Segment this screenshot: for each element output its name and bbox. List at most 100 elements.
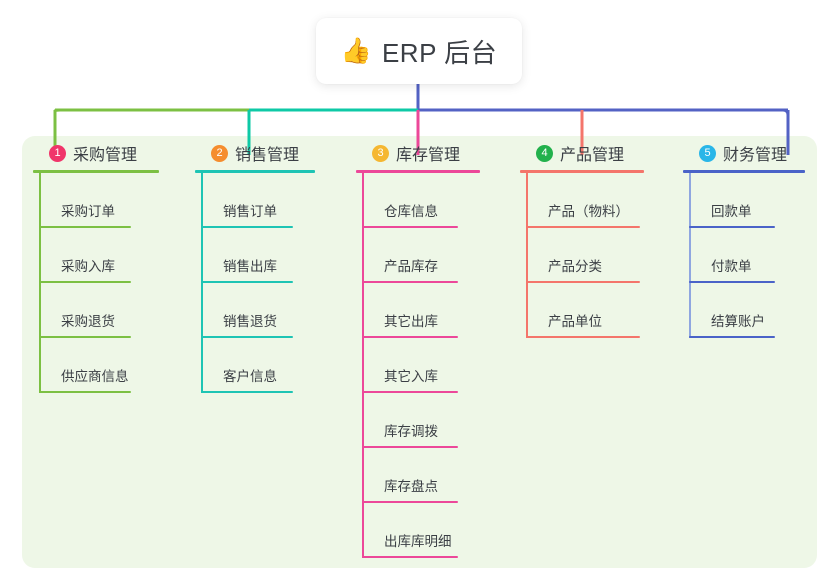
branch-title-4: 产品管理 [560,147,625,164]
branch-badge-4: 4 [536,144,553,162]
branch-column-3: 3 库存管理仓库信息产品库存其它出库其它入库库存调拨库存盘点出库库明细 [356,136,480,558]
branch-badge-1: 1 [49,144,66,162]
leaf-node-label: 付款单 [711,259,752,274]
branch-spine-2 [201,173,203,393]
leaf-node-underline [39,281,131,283]
branch-header-3[interactable]: 3 库存管理 [356,136,480,170]
branch-spine-1 [39,173,41,393]
branch-spine-3 [362,173,364,558]
branch-underline-3 [356,170,480,173]
leaf-node-label: 其它入库 [384,369,438,384]
branch-header-1[interactable]: 1 采购管理 [33,136,159,170]
branch-badge-2: 2 [211,144,228,162]
leaf-node-label: 销售出库 [223,259,277,274]
branch-column-5: 5 财务管理回款单付款单结算账户 [683,136,805,338]
leaf-node[interactable]: 采购订单 [33,173,159,228]
leaf-node-label: 采购退货 [61,314,115,329]
leaf-node[interactable]: 产品分类 [520,228,644,283]
leaf-node-underline [39,336,131,338]
leaf-node[interactable]: 销售订单 [195,173,315,228]
branch-header-2[interactable]: 2 销售管理 [195,136,315,170]
branch-spine-5 [689,173,691,338]
leaf-node-label: 库存调拨 [384,424,438,439]
leaf-node-underline [689,281,775,283]
branch-title-1: 采购管理 [73,147,138,164]
leaf-node[interactable]: 结算账户 [683,283,805,338]
leaf-node-underline [689,336,775,338]
branch-header-5[interactable]: 5 财务管理 [683,136,805,170]
leaf-node-label: 采购入库 [61,259,115,274]
branch-title-3: 库存管理 [396,147,461,164]
leaf-node-underline [526,281,640,283]
leaf-node-label: 库存盘点 [384,479,438,494]
leaf-node-underline [362,336,458,338]
leaf-node-label: 结算账户 [711,314,765,329]
leaf-node-underline [362,556,458,558]
branch-column-4: 4 产品管理产品（物料） 产品分类产品单位 [520,136,644,338]
branch-items-3: 仓库信息产品库存其它出库其它入库库存调拨库存盘点出库库明细 [356,173,480,558]
root-node-label: ERP 后台 [381,37,498,68]
leaf-node[interactable]: 回款单 [683,173,805,228]
branch-column-2: 2 销售管理销售订单销售出库销售退货客户信息 [195,136,315,393]
leaf-node[interactable]: 采购入库 [33,228,159,283]
leaf-node[interactable]: 销售退货 [195,283,315,338]
leaf-node[interactable]: 采购退货 [33,283,159,338]
leaf-node[interactable]: 仓库信息 [356,173,480,228]
branch-underline-5 [683,170,805,173]
branch-spine-4 [526,173,528,338]
branch-items-1: 采购订单采购入库采购退货供应商信息 [33,173,159,393]
leaf-node-underline [689,226,775,228]
leaf-node-underline [526,226,640,228]
branch-underline-2 [195,170,315,173]
leaf-node-label: 产品单位 [548,314,602,329]
branch-badge-3: 3 [372,144,389,162]
leaf-node-label: 供应商信息 [61,369,129,384]
leaf-node-underline [39,391,131,393]
branch-items-4: 产品（物料） 产品分类产品单位 [520,173,644,338]
leaf-node-label: 回款单 [711,204,752,219]
leaf-node[interactable]: 产品（物料） [520,173,644,228]
branch-columns: 1 采购管理采购订单采购入库采购退货供应商信息 2 销售管理销售订单销售出库销售退货客… [22,136,817,568]
leaf-node[interactable]: 销售出库 [195,228,315,283]
content-panel [22,136,817,568]
leaf-node-underline [362,226,458,228]
leaf-node-underline [201,391,293,393]
branch-column-1: 1 采购管理采购订单采购入库采购退货供应商信息 [33,136,159,393]
root-node[interactable]: 👍 ERP 后台 [316,18,522,84]
branch-title-5: 财务管理 [723,147,788,164]
branch-badge-5: 5 [699,144,716,162]
leaf-node[interactable]: 其它出库 [356,283,480,338]
leaf-node-underline [362,281,458,283]
leaf-node[interactable]: 出库库明细 [356,503,480,558]
leaf-node-label: 仓库信息 [384,204,438,219]
leaf-node-label: 出库库明细 [384,534,452,549]
thumbs-up-icon: 👍 [340,36,372,65]
leaf-node-underline [362,501,458,503]
leaf-node-label: 产品库存 [384,259,438,274]
branch-items-2: 销售订单销售出库销售退货客户信息 [195,173,315,393]
leaf-node-underline [362,391,458,393]
branch-items-5: 回款单付款单结算账户 [683,173,805,338]
leaf-node-label: 销售订单 [223,204,277,219]
branch-header-4[interactable]: 4 产品管理 [520,136,644,170]
leaf-node-label: 客户信息 [223,369,277,384]
leaf-node-underline [362,446,458,448]
leaf-node-label: 其它出库 [384,314,438,329]
leaf-node[interactable]: 库存调拨 [356,393,480,448]
leaf-node-underline [201,226,293,228]
leaf-node[interactable]: 产品库存 [356,228,480,283]
branch-title-2: 销售管理 [235,147,300,164]
leaf-node[interactable]: 客户信息 [195,338,315,393]
branch-underline-4 [520,170,644,173]
leaf-node-underline [201,336,293,338]
leaf-node[interactable]: 供应商信息 [33,338,159,393]
leaf-node[interactable]: 产品单位 [520,283,644,338]
leaf-node[interactable]: 其它入库 [356,338,480,393]
leaf-node[interactable]: 付款单 [683,228,805,283]
leaf-node-label: 销售退货 [223,314,277,329]
leaf-node-label: 产品分类 [548,259,602,274]
branch-underline-1 [33,170,159,173]
leaf-node[interactable]: 库存盘点 [356,448,480,503]
leaf-node-underline [201,281,293,283]
